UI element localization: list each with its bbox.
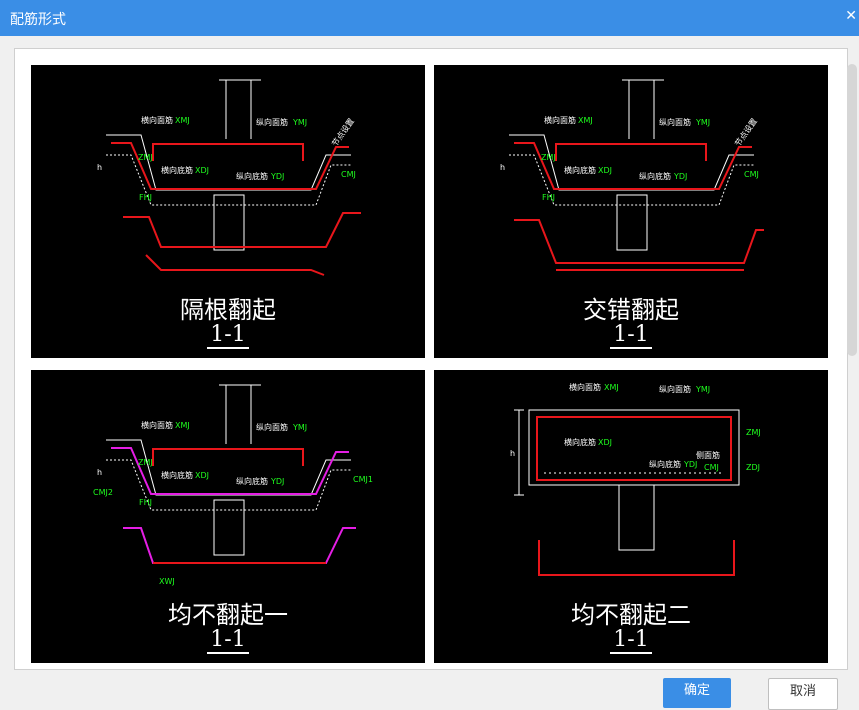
label-bot-transverse: 横向底筋 [564, 165, 596, 175]
label-top-transverse: 横向面筋 [569, 382, 601, 392]
label-h: h [510, 449, 515, 458]
option-panel-no-bent-two[interactable]: 横向面筋 XMJ 纵向面筋 YMJ 横向底筋 XDJ 纵向底筋 YDJ 侧面筋 … [434, 370, 828, 663]
label-bot-longitudinal: 纵向底筋 [639, 171, 671, 181]
code-bot-transverse: XDJ [598, 166, 612, 175]
code-top-transverse: XMJ [175, 116, 190, 125]
label-zmj: ZMJ [541, 153, 556, 162]
vertical-scrollbar[interactable] [847, 64, 857, 356]
section-label: 1-1 [207, 627, 249, 654]
section-id: 1-1 [434, 322, 828, 349]
dialog-titlebar: 配筋形式 ✕ [0, 0, 859, 36]
code-bot-longitudinal: YDJ [673, 172, 687, 181]
diagram-alternate-bar-bent: 横向面筋 XMJ 纵向面筋 YMJ 横向底筋 XDJ 纵向底筋 YDJ 节点设置… [97, 79, 361, 276]
label-cmj: CMJ [704, 463, 719, 472]
option-panel-no-bent-one[interactable]: 横向面筋 XMJ 纵向面筋 YMJ 横向底筋 XDJ 纵向底筋 YDJ CMJ1… [31, 370, 425, 663]
code-top-longitudinal: YMJ [695, 385, 710, 394]
label-top-longitudinal: 纵向面筋 [659, 117, 691, 127]
label-top-longitudinal: 纵向面筋 [659, 384, 691, 394]
label-h: h [97, 163, 102, 172]
code-bot-longitudinal: YDJ [270, 477, 284, 486]
label-h: h [97, 468, 102, 477]
code-bot-longitudinal: YDJ [270, 172, 284, 181]
label-fhj: FHJ [139, 498, 152, 507]
section-id: 1-1 [434, 627, 828, 654]
diagram-no-bent-two: 横向面筋 XMJ 纵向面筋 YMJ 横向底筋 XDJ 纵向底筋 YDJ 侧面筋 … [510, 382, 761, 576]
label-cmj1: CMJ1 [353, 475, 373, 484]
option-panel-alternate-bar-bent[interactable]: 横向面筋 XMJ 纵向面筋 YMJ 横向底筋 XDJ 纵向底筋 YDJ 节点设置… [31, 65, 425, 358]
option-panel-staggered-bent[interactable]: 横向面筋 XMJ 纵向面筋 YMJ 横向底筋 XDJ 纵向底筋 YDJ 节点设置… [434, 65, 828, 358]
label-bot-transverse: 横向底筋 [564, 437, 596, 447]
label-top-transverse: 横向面筋 [141, 115, 173, 125]
label-top-transverse: 横向面筋 [544, 115, 576, 125]
code-top-longitudinal: YMJ [292, 118, 307, 127]
label-fhj: FHJ [139, 193, 152, 202]
section-id: 1-1 [31, 627, 425, 654]
label-h: h [500, 163, 505, 172]
label-bot-longitudinal: 纵向底筋 [236, 171, 268, 181]
label-bot-longitudinal: 纵向底筋 [236, 476, 268, 486]
label-fhj: FHJ [542, 193, 555, 202]
code-top-transverse: XMJ [578, 116, 593, 125]
label-side: 侧面筋 [696, 450, 720, 460]
label-cmj: CMJ [744, 170, 759, 179]
panel-caption: 交错翻起 [583, 296, 679, 324]
code-bot-transverse: XDJ [598, 438, 612, 447]
label-bot-transverse: 横向底筋 [161, 165, 193, 175]
label-bot-longitudinal: 纵向底筋 [649, 459, 681, 469]
label-zmj: ZMJ [138, 153, 153, 162]
section-label: 1-1 [207, 322, 249, 349]
code-bot-transverse: XDJ [195, 166, 209, 175]
ok-button[interactable]: 确定 [663, 678, 731, 708]
section-label: 1-1 [610, 627, 652, 654]
label-zmj: ZMJ [746, 428, 761, 437]
diagram-no-bent-one: 横向面筋 XMJ 纵向面筋 YMJ 横向底筋 XDJ 纵向底筋 YDJ CMJ1… [93, 384, 373, 586]
label-cmj2: CMJ2 [93, 488, 113, 497]
panel-caption: 隔根翻起 [180, 296, 276, 324]
label-top-longitudinal: 纵向面筋 [256, 117, 288, 127]
code-top-longitudinal: YMJ [695, 118, 710, 127]
label-xwj: XWJ [159, 577, 175, 586]
cancel-button[interactable]: 取消 [768, 678, 838, 710]
options-area: 横向面筋 XMJ 纵向面筋 YMJ 横向底筋 XDJ 纵向底筋 YDJ 节点设置… [14, 48, 848, 670]
label-cmj: CMJ [341, 170, 356, 179]
label-zmj: ZMJ [138, 458, 153, 467]
code-bot-transverse: XDJ [195, 471, 209, 480]
label-node: 节点设置 [329, 116, 356, 148]
label-zdj: ZDJ [746, 463, 760, 472]
dialog-title: 配筋形式 [10, 12, 66, 28]
section-label: 1-1 [610, 322, 652, 349]
code-top-longitudinal: YMJ [292, 423, 307, 432]
code-bot-longitudinal: YDJ [683, 460, 697, 469]
label-bot-transverse: 横向底筋 [161, 470, 193, 480]
panel-caption: 均不翻起一 [168, 601, 288, 629]
section-id: 1-1 [31, 322, 425, 349]
code-top-transverse: XMJ [604, 383, 619, 392]
label-top-transverse: 横向面筋 [141, 420, 173, 430]
label-top-longitudinal: 纵向面筋 [256, 422, 288, 432]
diagram-staggered-bent: 横向面筋 XMJ 纵向面筋 YMJ 横向底筋 XDJ 纵向底筋 YDJ 节点设置… [500, 79, 764, 271]
close-icon[interactable]: ✕ [845, 8, 857, 24]
panel-caption: 均不翻起二 [571, 601, 691, 629]
code-top-transverse: XMJ [175, 421, 190, 430]
label-node: 节点设置 [732, 116, 759, 148]
